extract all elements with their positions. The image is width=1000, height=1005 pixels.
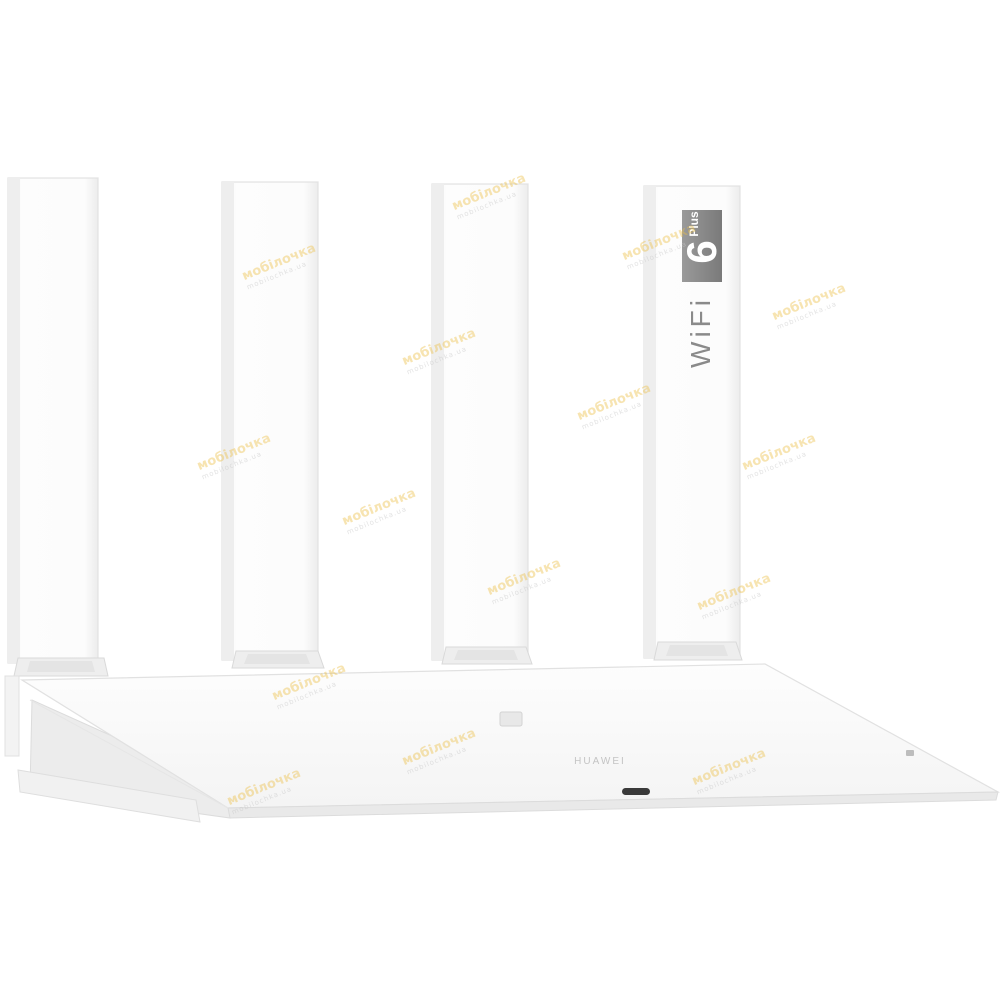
hi-button[interactable]	[499, 711, 523, 727]
antenna-2	[221, 181, 325, 669]
status-led-icon	[906, 750, 914, 756]
brand-logo: HUAWEI	[574, 756, 626, 767]
antenna-3	[431, 183, 533, 665]
antenna-1	[4, 177, 109, 757]
antenna-4: WiFi 6 Plus	[643, 185, 743, 661]
wifi-generation-label: 6	[678, 240, 725, 263]
wifi6-badge	[682, 210, 722, 282]
router-body: HUAWEI	[17, 663, 1000, 823]
indicator-light-icon	[622, 788, 650, 795]
wifi-variant-label: Plus	[687, 211, 701, 237]
wifi-label: WiFi	[685, 296, 716, 368]
